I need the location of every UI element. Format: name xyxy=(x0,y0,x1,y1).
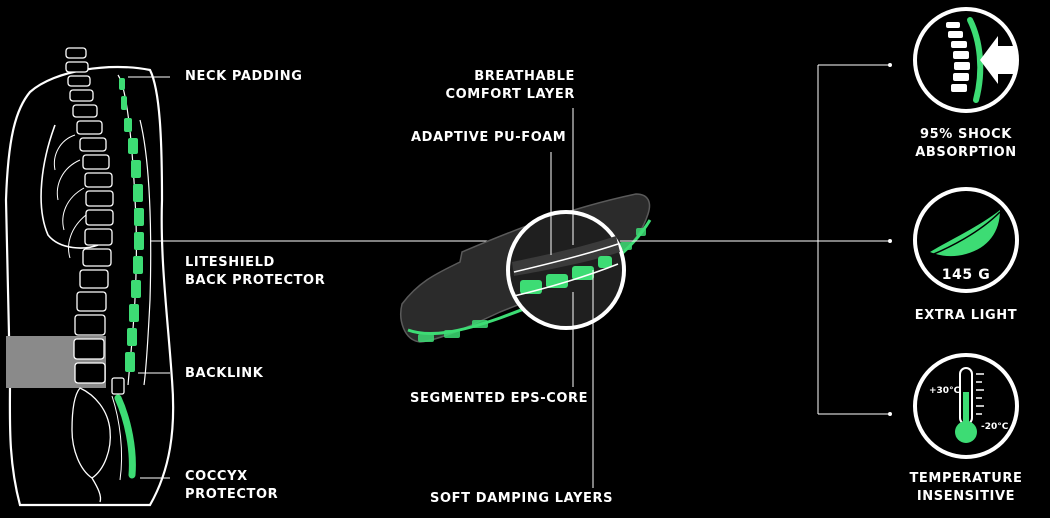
foam-pad xyxy=(400,193,652,343)
label-liteshield-line2: BACK PROTECTOR xyxy=(185,273,326,288)
label-temperature-line1: TEMPERATURE xyxy=(909,471,1023,486)
label-shock-line2: ABSORPTION xyxy=(915,145,1017,160)
label-breathable: BREATHABLE COMFORT LAYER xyxy=(446,68,576,104)
spine-impact-icon xyxy=(913,7,1019,113)
label-soft-damping: SOFT DAMPING LAYERS xyxy=(430,491,614,506)
ribs xyxy=(53,134,87,259)
label-liteshield-line1: LITESHIELD xyxy=(185,255,275,270)
label-adaptive-pu-foam: ADAPTIVE PU-FOAM xyxy=(411,130,567,145)
thermometer-icon xyxy=(913,353,1019,459)
label-coccyx-line2: PROTECTOR xyxy=(185,487,279,502)
label-temperature-line2: INSENSITIVE xyxy=(916,489,1016,504)
spine xyxy=(65,47,114,503)
back-protector xyxy=(111,74,152,481)
temp-high: +30°C xyxy=(929,386,961,396)
magnifier-circle xyxy=(506,210,626,330)
label-coccyx: COCCYX PROTECTOR xyxy=(185,468,278,504)
label-segmented-eps-core: SEGMENTED EPS-CORE xyxy=(410,391,589,406)
weight-value: 145 g xyxy=(941,267,991,283)
label-neck-padding: NECK PADDING xyxy=(185,69,303,84)
arm-outline xyxy=(40,124,99,249)
label-breathable-line2: COMFORT LAYER xyxy=(445,87,575,102)
label-extra-light: EXTRA LIGHT xyxy=(914,308,1018,323)
temp-low: -20°C xyxy=(981,422,1009,432)
label-breathable-line1: BREATHABLE xyxy=(474,69,575,84)
label-shock-absorption: 95% SHOCK ABSORPTION xyxy=(896,126,1036,162)
label-temperature: TEMPERATURE INSENSITIVE xyxy=(896,470,1036,506)
label-shock-line1: 95% SHOCK xyxy=(920,127,1012,142)
label-coccyx-line1: COCCYX xyxy=(185,469,248,484)
label-liteshield: LITESHIELD BACK PROTECTOR xyxy=(185,254,325,290)
label-backlink: BACKLINK xyxy=(185,366,264,381)
feather-icon xyxy=(913,187,1019,293)
layer-leader-lines xyxy=(550,63,892,488)
body-leader-lines xyxy=(128,76,505,479)
